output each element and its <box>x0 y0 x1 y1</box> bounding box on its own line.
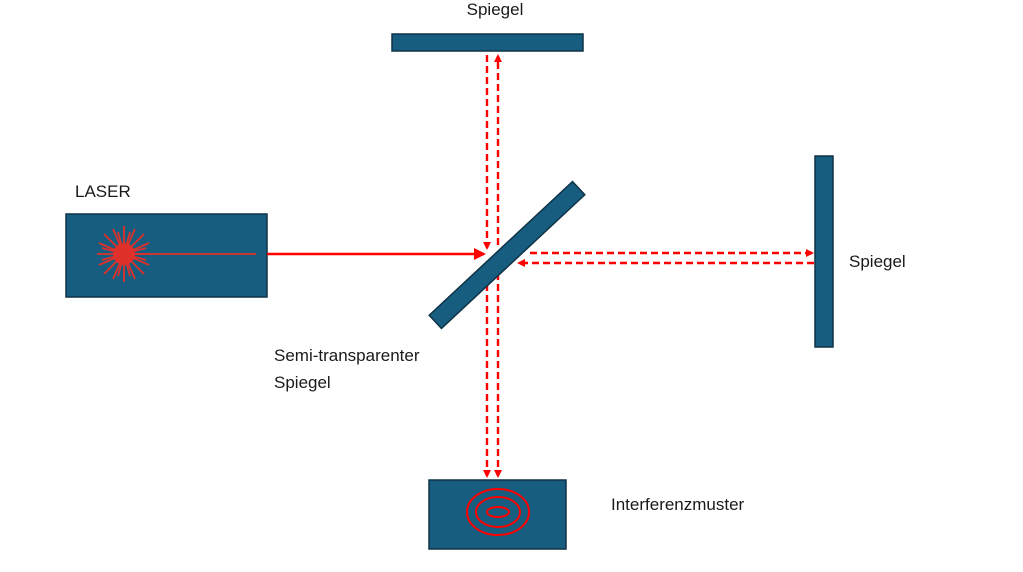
laser-label: LASER <box>75 182 131 201</box>
laser-source <box>65 213 268 298</box>
laser-beams <box>267 54 814 478</box>
interference-detector <box>428 479 567 550</box>
right-mirror-label: Spiegel <box>849 252 906 271</box>
beam-splitter-label-line1: Semi-transparenter <box>274 346 420 365</box>
detector-label: Interferenzmuster <box>611 495 745 514</box>
beam-splitter <box>428 180 586 330</box>
interference-rings-icon <box>466 488 530 536</box>
top-mirror-label: Spiegel <box>467 0 524 19</box>
top-mirror <box>391 33 584 52</box>
beam-splitter-label-line2: Spiegel <box>274 373 331 392</box>
right-mirror <box>814 155 834 348</box>
laser-star-icon <box>97 226 256 282</box>
